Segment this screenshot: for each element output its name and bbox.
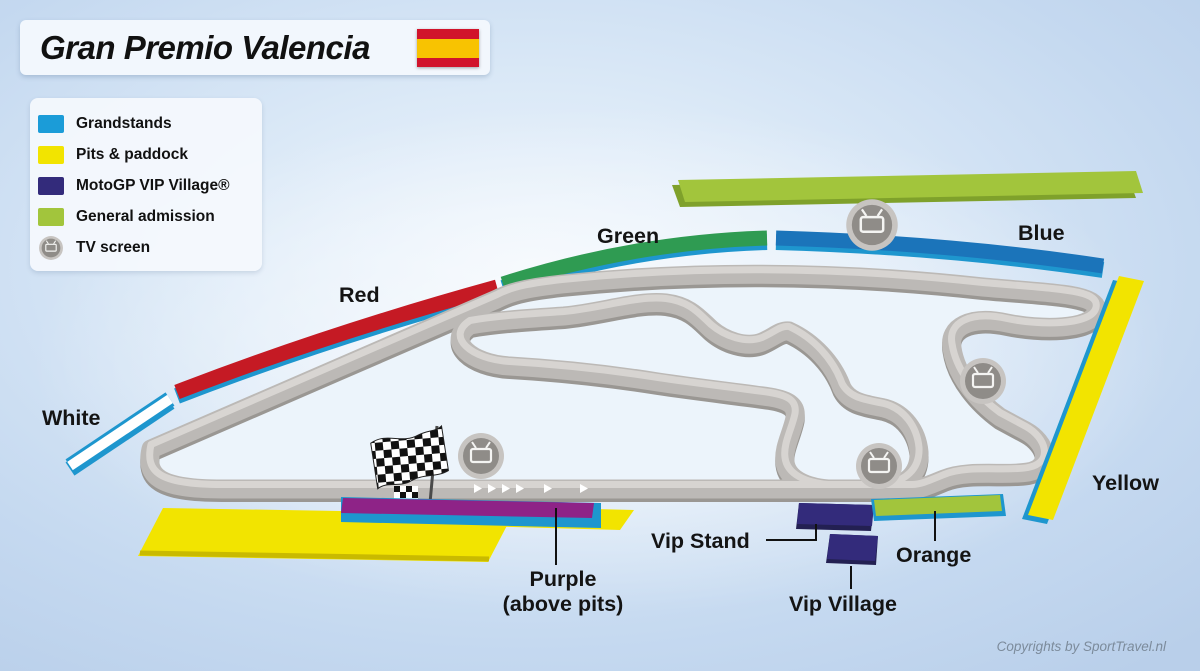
start-line-checker — [394, 486, 418, 499]
general-admission-swatch — [38, 207, 64, 226]
legend-item-grandstands: Grandstands — [38, 108, 262, 139]
grandstand-red — [174, 279, 500, 404]
legend-label: General admission — [76, 207, 215, 225]
label-vip-village: Vip Village — [789, 592, 897, 616]
vip-stand-connector — [766, 524, 817, 541]
grid-arrows — [474, 484, 588, 493]
vip-village-block — [826, 534, 878, 565]
grandstands-swatch — [38, 114, 64, 133]
legend-label: Pits & paddock — [76, 145, 188, 163]
label-vip-stand: Vip Stand — [651, 529, 750, 553]
grandstand-yellow — [1022, 276, 1144, 524]
flag-red-stripe — [417, 29, 479, 39]
pits-swatch — [38, 145, 64, 164]
label-yellow-stand: Yellow — [1092, 471, 1159, 495]
page-title: Gran Premio Valencia — [40, 29, 370, 66]
spain-flag-icon — [417, 29, 479, 67]
flag-yellow-stripe — [417, 38, 479, 58]
title-box: Gran Premio Valencia — [20, 20, 490, 75]
legend-item-vip-village: MotoGP VIP Village® — [38, 170, 262, 201]
label-blue-stand: Blue — [1018, 221, 1065, 245]
flag-red-stripe — [417, 57, 479, 67]
label-green-stand: Green — [597, 224, 660, 248]
grandstand-white — [65, 392, 175, 476]
label-purple-line2: (above pits) — [502, 592, 624, 616]
grandstand-orange — [871, 494, 1006, 521]
label-white-stand: White — [42, 406, 101, 430]
label-purple-line1: Purple — [529, 567, 597, 591]
legend-item-general-admission: General admission — [38, 201, 262, 232]
label-red-stand: Red — [339, 283, 380, 307]
vip-swatch — [38, 176, 64, 195]
checkered-flag — [370, 424, 449, 504]
legend-label: MotoGP VIP Village® — [76, 176, 230, 194]
label-purple-stand: Purple (above pits) — [458, 567, 668, 617]
copyright-text: Copyrights by SportTravel.nl — [996, 639, 1166, 654]
grandstand-blue — [775, 230, 1105, 278]
label-orange-stand: Orange — [896, 543, 972, 567]
general-admission-bar — [672, 171, 1143, 207]
legend-item-tv-screen: TV screen — [38, 232, 262, 263]
grandstand-purple — [341, 497, 601, 528]
legend-label: TV screen — [76, 238, 151, 256]
legend-item-pits: Pits & paddock — [38, 139, 262, 170]
legend-panel: Grandstands Pits & paddock MotoGP VIP Vi… — [30, 98, 262, 271]
legend-label: Grandstands — [76, 114, 172, 132]
label-connectors — [555, 508, 936, 589]
